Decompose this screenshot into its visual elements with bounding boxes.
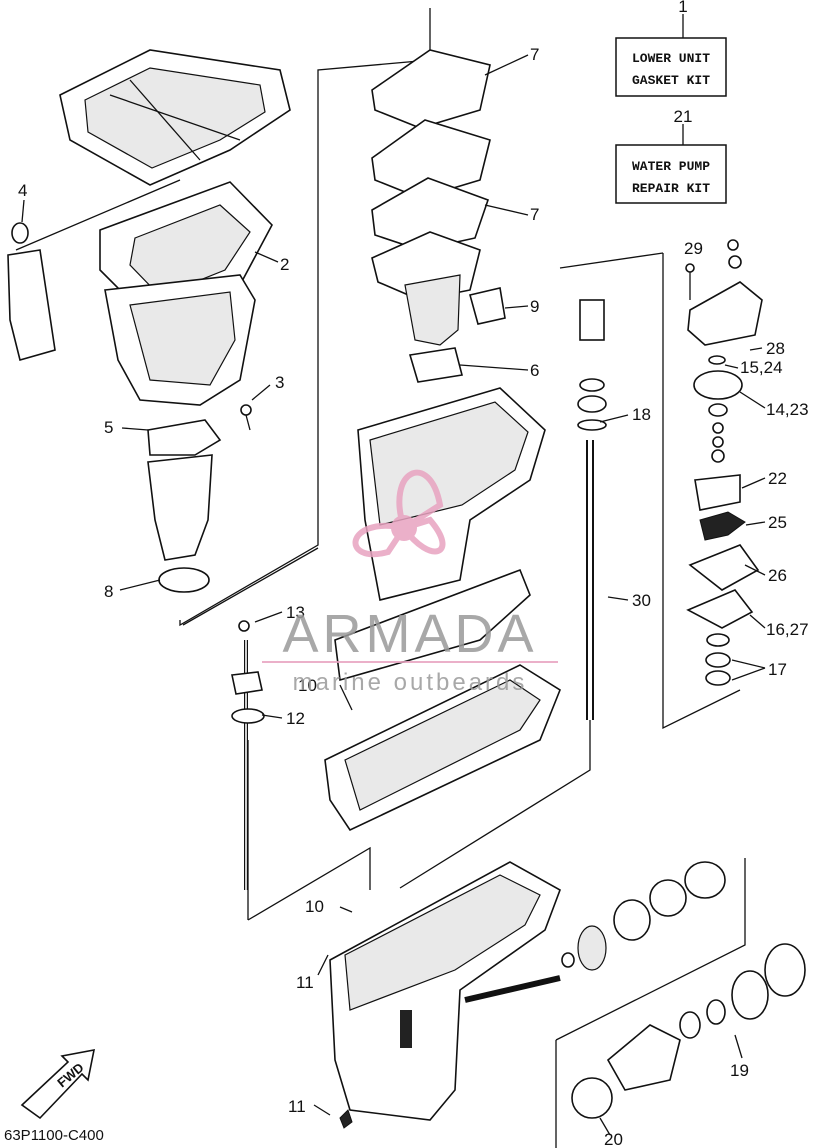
lower-casing-cap xyxy=(324,664,561,832)
oil-strainer-part xyxy=(7,222,56,361)
watermark-brand: ARMADA xyxy=(282,604,537,664)
callout-21: 21 xyxy=(674,107,693,126)
callout-17: 17 xyxy=(768,660,787,679)
callout-22: 22 xyxy=(768,469,787,488)
gasket-kit-box: LOWER UNIT GASKET KIT 1 xyxy=(615,0,727,97)
callout-2: 2 xyxy=(280,255,289,274)
callout-11a: 11 xyxy=(296,973,314,992)
exhaust-elbow xyxy=(147,419,222,593)
callout-20: 20 xyxy=(604,1130,623,1148)
diagram-code: 63P1100-C400 xyxy=(4,1127,104,1144)
water-pump-kit-line2: REPAIR KIT xyxy=(632,181,710,196)
gaskets-stack xyxy=(371,49,491,346)
upper-case xyxy=(334,387,546,682)
callout-8: 8 xyxy=(104,582,113,601)
prop-shaft-assembly xyxy=(464,861,806,1119)
callout-3: 3 xyxy=(275,373,284,392)
callout-18: 18 xyxy=(632,405,651,424)
callout-30: 30 xyxy=(632,591,651,610)
fwd-arrow-icon: FWD xyxy=(20,1048,96,1120)
seal-6 xyxy=(408,347,463,383)
callout-15-24: 15,24 xyxy=(740,358,783,377)
callout-16-27: 16,27 xyxy=(766,620,809,639)
callout-numbers: 7 7 4 2 9 6 3 5 18 8 29 28 15,24 14,23 2… xyxy=(18,45,809,1148)
watermark-tagline: marine outbeards xyxy=(293,669,528,696)
upper-casing-adapter xyxy=(59,49,291,186)
drive-shaft xyxy=(577,299,607,720)
callout-10a: 10 xyxy=(298,676,317,695)
callout-29: 29 xyxy=(684,239,703,258)
callout-7a: 7 xyxy=(530,45,539,64)
exhaust-guide-housing xyxy=(104,274,256,406)
callout-13: 13 xyxy=(286,603,305,622)
bolt-3 xyxy=(240,404,252,431)
callout-5: 5 xyxy=(104,418,113,437)
callout-11b: 11 xyxy=(288,1097,306,1116)
shift-rod xyxy=(231,620,265,890)
water-pump-assembly xyxy=(685,239,763,686)
callout-12: 12 xyxy=(286,709,305,728)
callout-26: 26 xyxy=(768,566,787,585)
gasket-kit-line1: LOWER UNIT xyxy=(632,51,710,66)
callout-6: 6 xyxy=(530,361,539,380)
armada-watermark: ARMADA marine outbeards xyxy=(262,469,558,696)
callout-4: 4 xyxy=(18,181,27,200)
propeller-logo-icon xyxy=(352,469,446,557)
callout-9: 9 xyxy=(530,297,539,316)
plate-9 xyxy=(469,287,506,325)
callout-7b: 7 xyxy=(530,205,539,224)
callout-14-23: 14,23 xyxy=(766,400,809,419)
callout-25: 25 xyxy=(768,513,787,532)
water-pump-kit-box: WATER PUMP REPAIR KIT 21 xyxy=(615,107,727,204)
callout-10b: 10 xyxy=(305,897,324,916)
callout-1: 1 xyxy=(678,0,687,16)
gasket-kit-line2: GASKET KIT xyxy=(632,73,710,88)
gear-case xyxy=(329,861,561,1129)
leaders xyxy=(21,54,766,1136)
water-pump-kit-line1: WATER PUMP xyxy=(632,159,710,174)
callout-28: 28 xyxy=(766,339,785,358)
callout-19: 19 xyxy=(730,1061,749,1080)
